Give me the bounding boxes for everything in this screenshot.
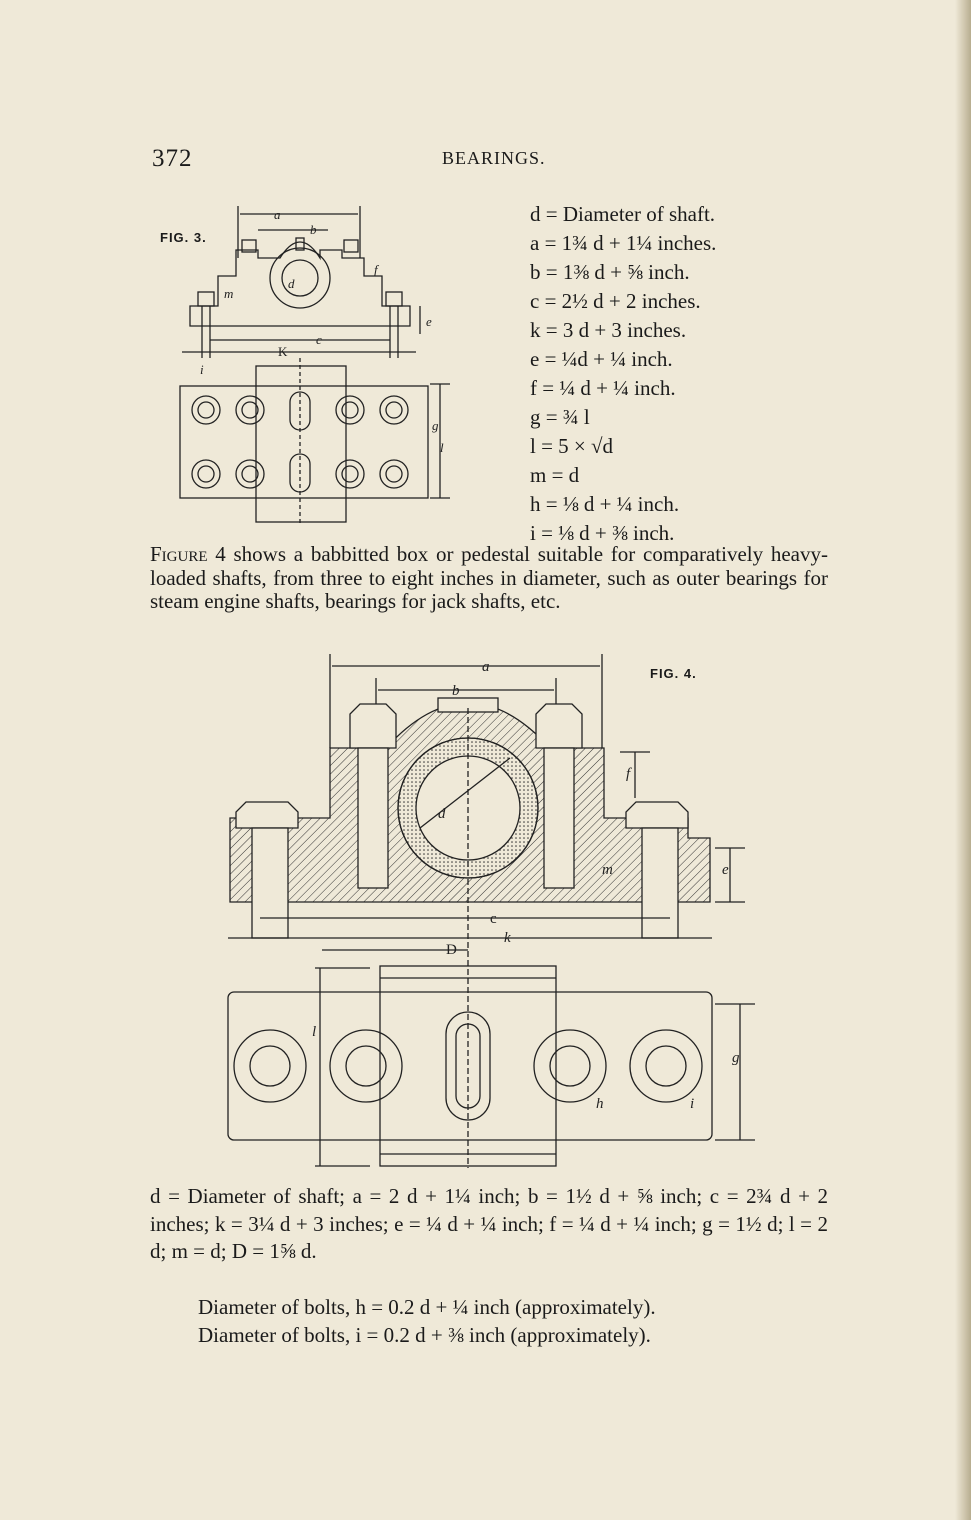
fig4-dim-k: k bbox=[504, 930, 511, 946]
formula-row: d = Diameter of shaft. bbox=[530, 202, 716, 226]
paragraph-lead: Figure bbox=[150, 542, 208, 566]
fig4-dim-g: g bbox=[732, 1050, 740, 1066]
fig3-dim-e: e bbox=[426, 314, 432, 329]
fig4-dim-e: e bbox=[722, 862, 729, 878]
fig4-dim-h: h bbox=[596, 1096, 604, 1112]
fig4-dim-f: f bbox=[626, 766, 632, 782]
bolt-diameter-note-2: Diameter of bolts, i = 0.2 d + ⅜ inch (a… bbox=[198, 1323, 651, 1347]
fig4-dim-l: l bbox=[312, 1024, 316, 1040]
fig4-dim-d: d bbox=[438, 806, 446, 822]
fig4-dim-D: D bbox=[446, 942, 457, 958]
fig4-dim-m: m bbox=[602, 862, 613, 878]
formula-row: l = 5 × √d bbox=[530, 434, 614, 458]
fig3-dim-m: m bbox=[224, 286, 233, 301]
fig3-bolt-circles bbox=[191, 395, 409, 489]
fig4-dim-a: a bbox=[482, 659, 490, 675]
formula-row: h = ⅛ d + ¼ inch. bbox=[530, 492, 680, 516]
bolt-diameter-note-1: Diameter of bolts, h = 0.2 d + ¼ inch (a… bbox=[198, 1295, 656, 1319]
formula-row: f = ¼ d + ¼ inch. bbox=[530, 376, 676, 400]
paragraph-text: 4 shows a babbitted box or pedestal suit… bbox=[150, 542, 828, 613]
figure-4-label: FIG. 4. bbox=[650, 666, 697, 681]
fig3-dim-i: i bbox=[200, 362, 204, 377]
body-paragraph-1: Figure 4 shows a babbitted box or pedest… bbox=[150, 542, 828, 614]
fig3-dim-d: d bbox=[288, 276, 295, 291]
page-header: 372 BEARINGS. bbox=[0, 143, 971, 173]
fig3-dim-k: K bbox=[278, 344, 288, 359]
figure-3-drawing: a b d f m e c K i g l bbox=[179, 206, 450, 526]
formula-row: c = 2½ d + 2 inches. bbox=[530, 289, 701, 313]
fig4-bolt-circles bbox=[233, 1029, 703, 1103]
running-head: BEARINGS. bbox=[442, 148, 546, 168]
page-edge bbox=[955, 0, 971, 1520]
formula-row: g = ¾ l bbox=[530, 405, 590, 429]
fig3-dim-c: c bbox=[316, 332, 322, 347]
formula-row: a = 1¾ d + 1¼ inches. bbox=[530, 231, 717, 255]
formula-row: e = ¼d + ¼ inch. bbox=[530, 347, 673, 371]
fig3-dim-a: a bbox=[274, 207, 281, 222]
fig3-dim-l: l bbox=[440, 440, 444, 455]
fig3-dim-f: f bbox=[374, 262, 380, 277]
formula-row: i = ⅛ d + ⅜ inch. bbox=[530, 521, 675, 545]
figure-4-drawing: a b d f m e c k D l bbox=[227, 654, 755, 1168]
fig4-dim-i: i bbox=[690, 1096, 694, 1112]
figure-3-formulas: d = Diameter of shaft. a = 1¾ d + 1¼ inc… bbox=[530, 200, 716, 548]
fig3-dim-g: g bbox=[432, 418, 439, 433]
page-number: 372 bbox=[152, 145, 193, 172]
formula-row: k = 3 d + 3 inches. bbox=[530, 318, 687, 342]
fig3-dim-b: b bbox=[310, 222, 317, 237]
fig4-dim-b: b bbox=[452, 683, 460, 699]
formula-row: m = d bbox=[530, 463, 580, 487]
fig4-dim-c: c bbox=[490, 911, 497, 927]
formula-row: b = 1⅜ d + ⅝ inch. bbox=[530, 260, 690, 284]
body-paragraph-2: d = Diameter of shaft; a = 2 d + 1¼ inch… bbox=[150, 1184, 828, 1263]
figure-3-label: FIG. 3. bbox=[160, 230, 207, 245]
